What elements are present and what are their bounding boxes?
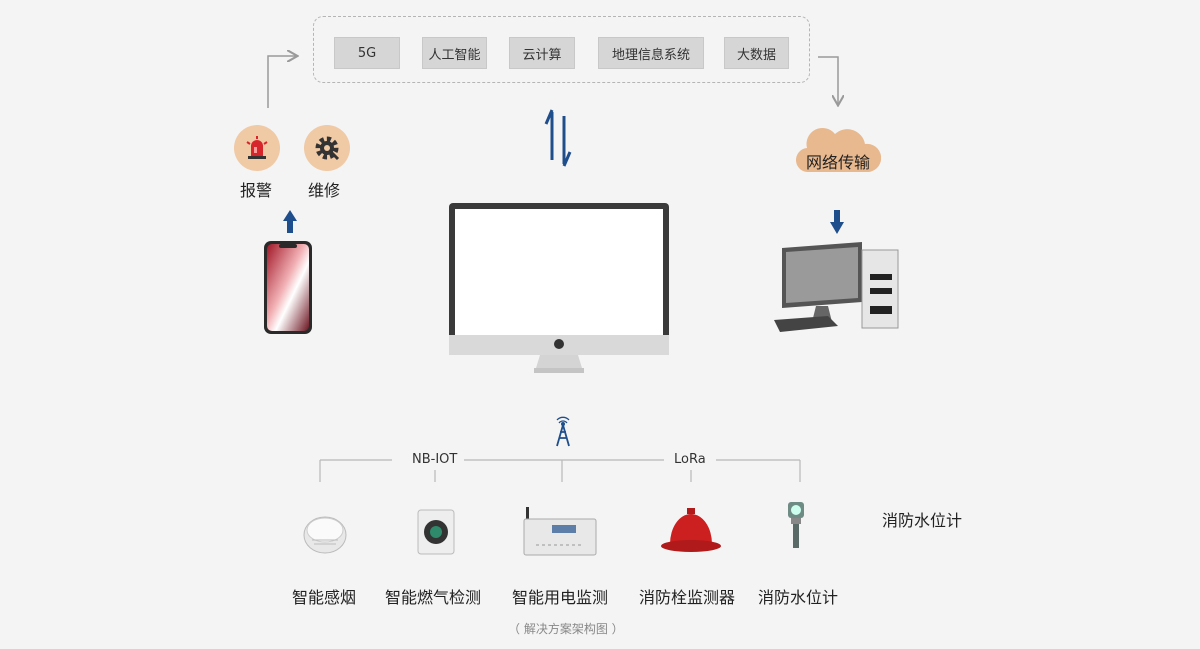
side-label-water-level: 消防水位计 bbox=[882, 511, 963, 530]
repair-action bbox=[304, 125, 350, 171]
technology-box: 5G 人工智能 云计算 地理信息系统 大数据 bbox=[313, 16, 810, 83]
water-level-meter-icon bbox=[788, 502, 804, 548]
monitor-icon bbox=[449, 203, 669, 373]
device-label-water-level: 消防水位计 bbox=[758, 588, 839, 607]
gear-wrench-icon bbox=[315, 136, 340, 161]
device-label-smoke: 智能感烟 bbox=[292, 588, 357, 607]
arrow-to-tech-box bbox=[267, 56, 296, 108]
network-tree bbox=[319, 459, 801, 482]
alarm-siren-icon bbox=[246, 136, 268, 159]
gas-detector-icon bbox=[417, 509, 455, 555]
smoke-detector-icon bbox=[303, 516, 347, 554]
tech-item-cloud-computing: 云计算 bbox=[509, 37, 575, 69]
arrow-to-cloud bbox=[818, 56, 838, 104]
tech-item-gis: 地理信息系统 bbox=[598, 37, 704, 69]
power-monitor-icon bbox=[523, 507, 597, 556]
device-label-gas: 智能燃气检测 bbox=[385, 588, 482, 607]
tech-item-big-data: 大数据 bbox=[724, 37, 789, 69]
hydrant-monitor-icon bbox=[661, 508, 721, 552]
up-arrow-icon bbox=[283, 210, 297, 233]
network-transmission: 网络传输 bbox=[795, 122, 881, 176]
smartphone-icon bbox=[264, 241, 312, 334]
diagram-caption: （ 解决方案架构图 ） bbox=[508, 622, 624, 636]
repair-label: 维修 bbox=[308, 181, 341, 200]
down-arrow-icon bbox=[830, 210, 844, 234]
nb-iot-label: NB-IOT bbox=[412, 452, 458, 467]
alarm-action bbox=[234, 125, 280, 171]
signal-tower-icon bbox=[556, 416, 570, 447]
device-label-power: 智能用电监测 bbox=[512, 588, 609, 607]
desktop-computer-icon bbox=[774, 242, 899, 332]
device-label-hydrant: 消防栓监测器 bbox=[639, 588, 736, 607]
bidirectional-arrow-icon bbox=[544, 109, 572, 167]
alarm-label: 报警 bbox=[240, 181, 273, 200]
tech-item-ai: 人工智能 bbox=[422, 37, 487, 69]
network-transmission-label: 网络传输 bbox=[806, 153, 871, 172]
cloud-icon bbox=[796, 128, 881, 173]
tech-item-5g: 5G bbox=[334, 37, 400, 69]
lora-label: LoRa bbox=[674, 452, 706, 467]
